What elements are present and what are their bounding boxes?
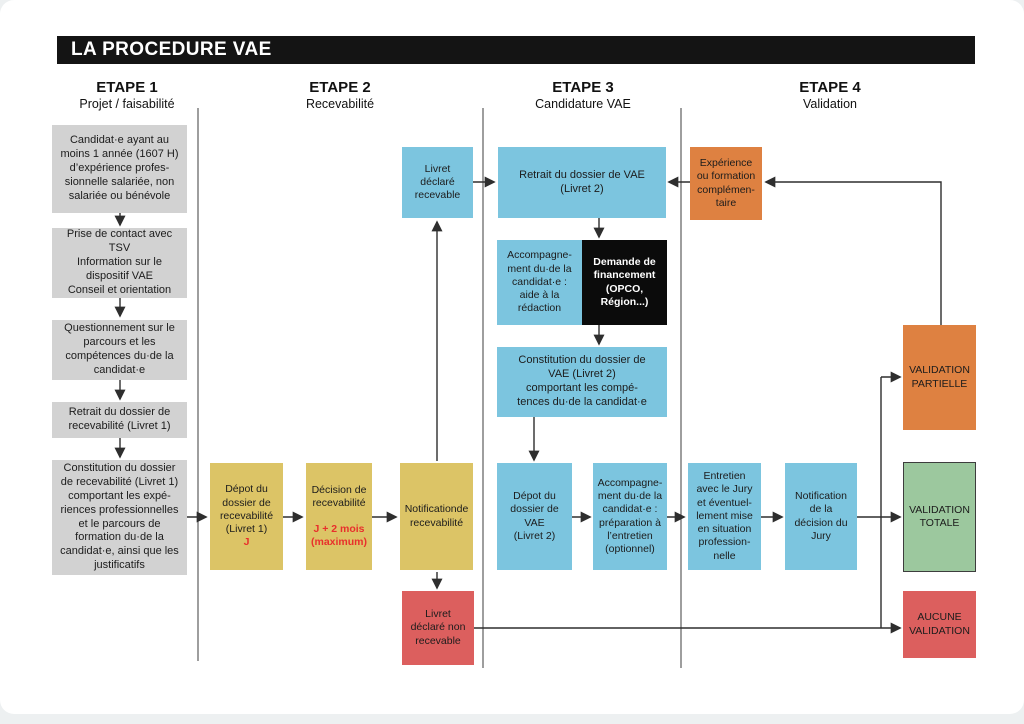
depot-livret1-text: Dépot du dossier de recevabilité (Livret… (219, 483, 274, 536)
column-header-etape-1: ETAPE 1 Projet / faisabilité (42, 79, 212, 111)
etape-3-label: ETAPE 3 (552, 79, 614, 96)
box-candidate-experience: Candidat·e ayant au moins 1 année (1607 … (52, 125, 187, 213)
decision-recevabilite-text: Décision de recevabilité (311, 483, 367, 510)
box-livret-non-recevable: Livret déclaré non recevable (402, 591, 474, 665)
etape-1-label: ETAPE 1 (96, 79, 158, 96)
box-accompagnement-entretien: Accompagne- ment du·de la candidat·e : p… (593, 463, 667, 570)
box-constitution-livret2: Constitution du dossier de VAE (Livret 2… (497, 347, 667, 417)
box-demande-financement: Demande de financement (OPCO, Région...) (582, 240, 667, 325)
box-notification-jury: Notification de la décision du Jury (785, 463, 857, 570)
etape-4-label: ETAPE 4 (799, 79, 861, 96)
depot-livret1-timing-label: J (243, 536, 250, 549)
box-depot-livret2: Dépot du dossier de VAE (Livret 2) (497, 463, 572, 570)
box-experience-complementaire: Expérience ou formation complémen- taire (690, 147, 762, 220)
column-header-etape-3: ETAPE 3 Candidature VAE (498, 79, 668, 111)
box-retrait-livret2: Retrait du dossier de VAE (Livret 2) (498, 147, 666, 218)
box-notification-recevabilite: Notificationde recevabilité (400, 463, 473, 570)
box-decision-recevabilite: Décision de recevabilité J + 2 mois (max… (306, 463, 372, 570)
page-title: LA PROCEDURE VAE (57, 36, 975, 64)
box-questionnement: Questionnement sur le parcours et les co… (52, 320, 187, 380)
box-validation-totale: VALIDATION TOTALE (903, 462, 976, 572)
box-accompagnement-redaction: Accompagne- ment du·de la candidat·e : a… (497, 240, 582, 325)
page-title-text: LA PROCEDURE VAE (71, 39, 272, 60)
box-contact-tsv: Prise de contact avec TSV Information su… (52, 228, 187, 298)
etape-1-subtitle: Projet / faisabilité (79, 97, 175, 111)
decision-recevabilite-timing-label: J + 2 mois (maximum) (310, 522, 367, 548)
box-validation-partielle: VALIDATION PARTIELLE (903, 325, 976, 430)
etape-2-label: ETAPE 2 (309, 79, 371, 96)
etape-3-subtitle: Candidature VAE (535, 97, 631, 111)
box-aucune-validation: AUCUNE VALIDATION (903, 591, 976, 658)
box-entretien-jury: Entretien avec le Jury et éventuel- leme… (688, 463, 761, 570)
etape-2-subtitle: Recevabilité (305, 97, 375, 111)
box-retrait-livret1: Retrait du dossier de recevabilité (Livr… (52, 402, 187, 438)
box-livret-recevable: Livret déclaré recevable (402, 147, 473, 218)
etape-4-subtitle: Validation (803, 97, 857, 111)
column-header-etape-2: ETAPE 2 Recevabilité (255, 79, 425, 111)
box-depot-livret1: Dépot du dossier de recevabilité (Livret… (210, 463, 283, 570)
box-constitution-livret1: Constitution du dossier de recevabilité … (52, 460, 187, 575)
column-header-etape-4: ETAPE 4 Validation (745, 79, 915, 111)
